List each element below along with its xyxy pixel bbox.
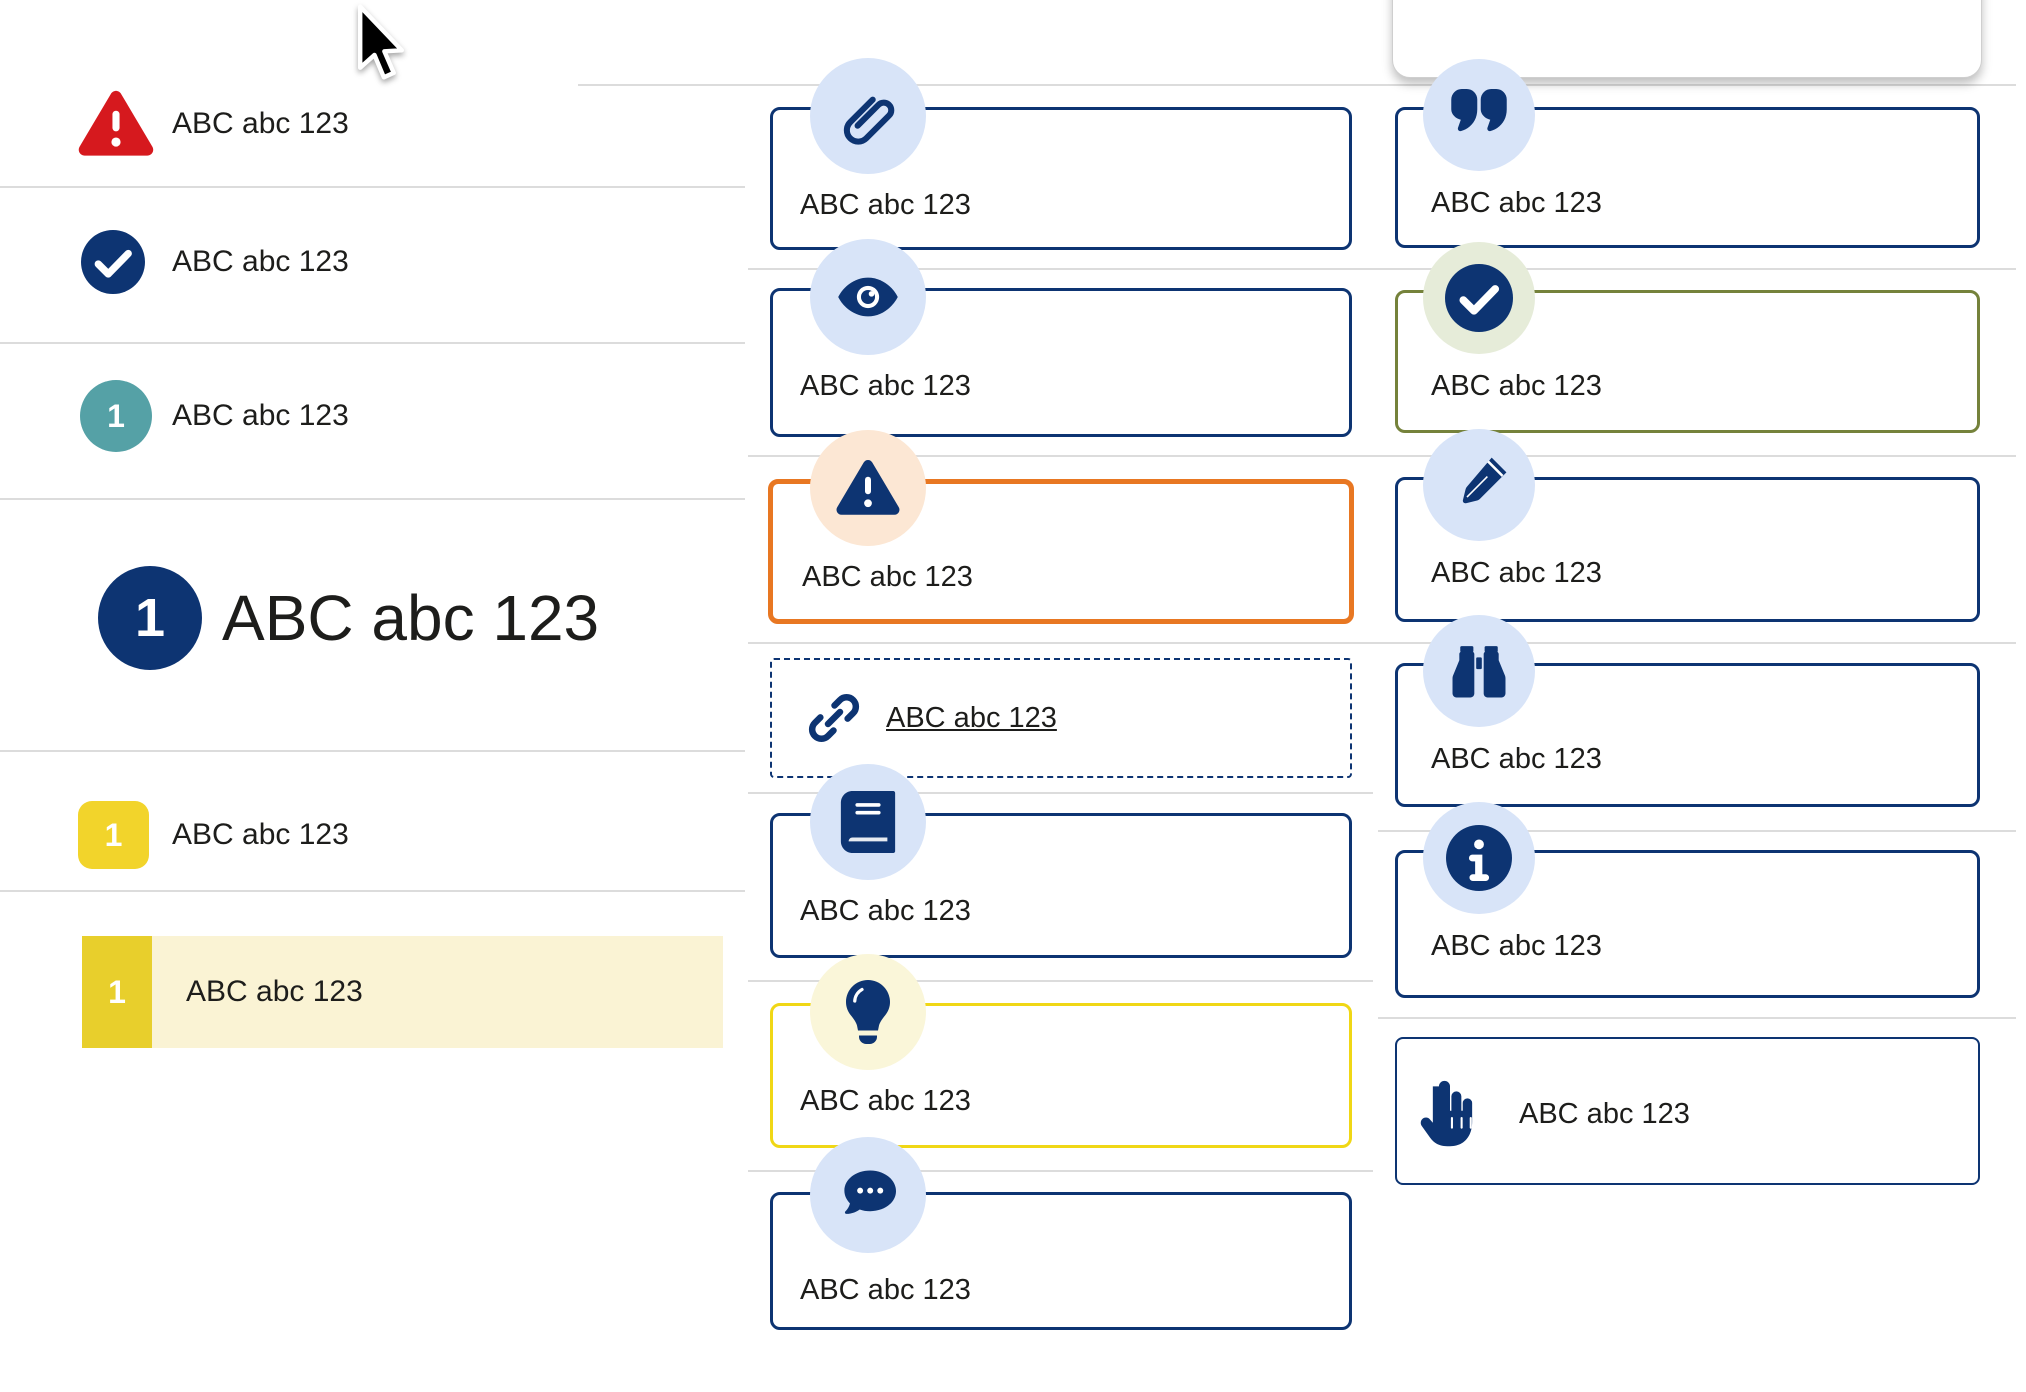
callout-label: ABC abc 123 — [1431, 743, 1602, 775]
callout-attachment: ABC abc 123 — [770, 58, 1352, 250]
mouse-cursor — [357, 4, 405, 80]
paperclip-icon — [810, 58, 926, 174]
number-badge-teal: 1 — [80, 380, 152, 452]
callout-warning: ABC abc 123 — [768, 430, 1354, 624]
badge-number: 1 — [107, 397, 125, 434]
divider — [1378, 830, 2016, 832]
callout-comment: ABC abc 123 — [770, 1137, 1352, 1330]
callout-label: ABC abc 123 — [1431, 930, 1602, 962]
check-circle-icon — [1423, 242, 1535, 354]
badge-number: 1 — [104, 816, 123, 853]
list-item-label: ABC abc 123 — [222, 582, 600, 654]
callout-link: ABC abc 123 — [770, 658, 1352, 778]
callout-label: ABC abc 123 — [802, 561, 973, 593]
divider — [748, 1170, 1373, 1172]
divider — [748, 455, 2016, 457]
list-item-label: ABC abc 123 — [186, 975, 363, 1008]
divider — [748, 792, 1373, 794]
callout-tip: ABC abc 123 — [770, 954, 1352, 1148]
number-badge-large-navy: 1 — [98, 566, 202, 670]
number-badge-yellow: 1 — [78, 801, 149, 869]
callout-quote: ABC abc 123 — [1395, 59, 1980, 248]
eye-icon — [810, 239, 926, 355]
check-circle-icon — [81, 230, 145, 294]
divider — [748, 642, 2016, 644]
divider — [0, 186, 745, 188]
divider — [0, 498, 745, 500]
divider — [578, 84, 2016, 86]
divider — [0, 890, 745, 892]
link-icon — [808, 694, 860, 742]
callout-search: ABC abc 123 — [1395, 615, 1980, 807]
binoculars-icon — [1423, 615, 1535, 727]
callout-label: ABC abc 123 — [800, 1085, 971, 1117]
callout-label: ABC abc 123 — [800, 1274, 971, 1306]
list-item-label: ABC abc 123 — [172, 818, 349, 851]
list-item-label: ABC abc 123 — [172, 399, 349, 432]
divider — [0, 342, 745, 344]
callout-label: ABC abc 123 — [800, 370, 971, 402]
callout-info: ABC abc 123 — [1395, 802, 1980, 998]
badge-number: 1 — [134, 588, 166, 648]
divider — [748, 980, 1373, 982]
callout-edit: ABC abc 123 — [1395, 429, 1980, 622]
list-item-label: ABC abc 123 — [172, 245, 349, 278]
callout-label: ABC abc 123 — [800, 189, 971, 221]
warning-triangle-icon — [78, 90, 154, 156]
callout-reference: ABC abc 123 — [770, 764, 1352, 958]
pencil-icon — [1423, 429, 1535, 541]
callout-label: ABC abc 123 — [1519, 1098, 1690, 1130]
warning-triangle-icon — [810, 430, 926, 546]
callout-label: ABC abc 123 — [1431, 557, 1602, 589]
list-item-label: ABC abc 123 — [172, 107, 349, 140]
callout-view: ABC abc 123 — [770, 239, 1352, 437]
callout-label: ABC abc 123 — [800, 895, 971, 927]
info-circle-icon — [1423, 802, 1535, 914]
divider — [0, 750, 745, 752]
divider — [748, 268, 2016, 270]
badge-number: 1 — [108, 973, 126, 1010]
highlighted-row-background — [152, 936, 723, 1048]
callout-note: ABC abc 123 — [1395, 1037, 1980, 1185]
comment-dots-icon — [810, 1137, 926, 1253]
lightbulb-icon — [810, 954, 926, 1070]
callout-label: ABC abc 123 — [1431, 187, 1602, 219]
book-icon — [810, 764, 926, 880]
number-badge-yellow-highlight: 1 — [82, 936, 152, 1048]
callout-link-label[interactable]: ABC abc 123 — [886, 702, 1057, 734]
divider — [1378, 1017, 2016, 1019]
quote-right-icon — [1423, 59, 1535, 171]
callout-label: ABC abc 123 — [1431, 370, 1602, 402]
callout-success: ABC abc 123 — [1395, 242, 1980, 433]
hand-point-up-icon — [1420, 1080, 1473, 1147]
